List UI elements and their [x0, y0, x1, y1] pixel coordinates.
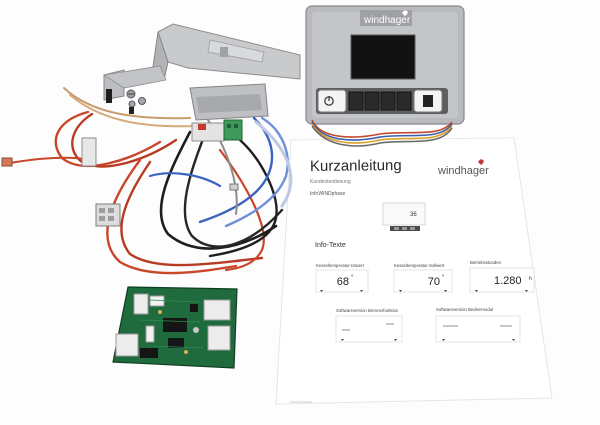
tile-unit: ° — [351, 275, 354, 281]
controller-brand: windhager — [363, 15, 411, 26]
panel-ribbon-cable — [311, 119, 453, 147]
control-panel: windhager — [305, 5, 465, 125]
manual-sheet: Kurzanleitung Kundenbedienung InfoWINDph… — [275, 137, 553, 405]
tile-value: 68 — [337, 276, 349, 288]
panel-key-2 — [364, 91, 380, 111]
mode-button — [413, 89, 443, 113]
tile-label: Softwareversion Bedienmodul — [436, 307, 493, 312]
manual-title: Kurzanleitung — [310, 157, 402, 175]
power-button — [317, 89, 347, 113]
manual-screen-illustration: 36 — [382, 202, 426, 231]
manual-brand: windhager — [437, 165, 489, 177]
manual-brand-flame-icon — [478, 159, 484, 165]
manual-tile-1: Kesseltemperatur-Istwert 68 ° — [315, 263, 369, 293]
circuit-board — [112, 286, 238, 369]
manual-section-label: InfoWINDphase — [310, 191, 346, 197]
tile-label: Kesseltemperatur-Istwert — [316, 263, 365, 268]
tile-label: Kesseltemperatur-Sollwert — [394, 263, 445, 268]
tile-value: 1.280 — [494, 275, 522, 287]
manual-tile-2: Kesseltemperatur-Sollwert 70 ° — [393, 263, 453, 293]
panel-key-4 — [396, 91, 412, 111]
panel-key-3 — [380, 91, 396, 111]
tile-unit: ° — [442, 275, 445, 281]
manual-tile-5: Softwareversion Bedienmodul — [435, 307, 521, 343]
tile-label: Softwareversion Brennerfunktion — [336, 308, 399, 313]
mounting-bracket — [102, 23, 301, 103]
brand-flame-icon — [402, 10, 408, 16]
tile-label: Betriebsstunden — [470, 260, 502, 265]
tile-unit: h — [529, 276, 532, 282]
manual-screen-value: 36 — [410, 212, 417, 218]
tile-value: 70 — [428, 276, 440, 288]
panel-key-1 — [348, 91, 364, 111]
manual-subtitle: Kundenbedienung — [310, 179, 351, 185]
bracket-plate — [189, 83, 269, 121]
manual-tile-3: Betriebsstunden 1.280 h — [469, 260, 535, 293]
connectors — [1, 119, 243, 227]
screws — [126, 89, 146, 114]
manual-tile-4: Softwareversion Brennerfunktion — [335, 308, 403, 343]
manual-info-heading: Info-Texte — [315, 242, 346, 249]
